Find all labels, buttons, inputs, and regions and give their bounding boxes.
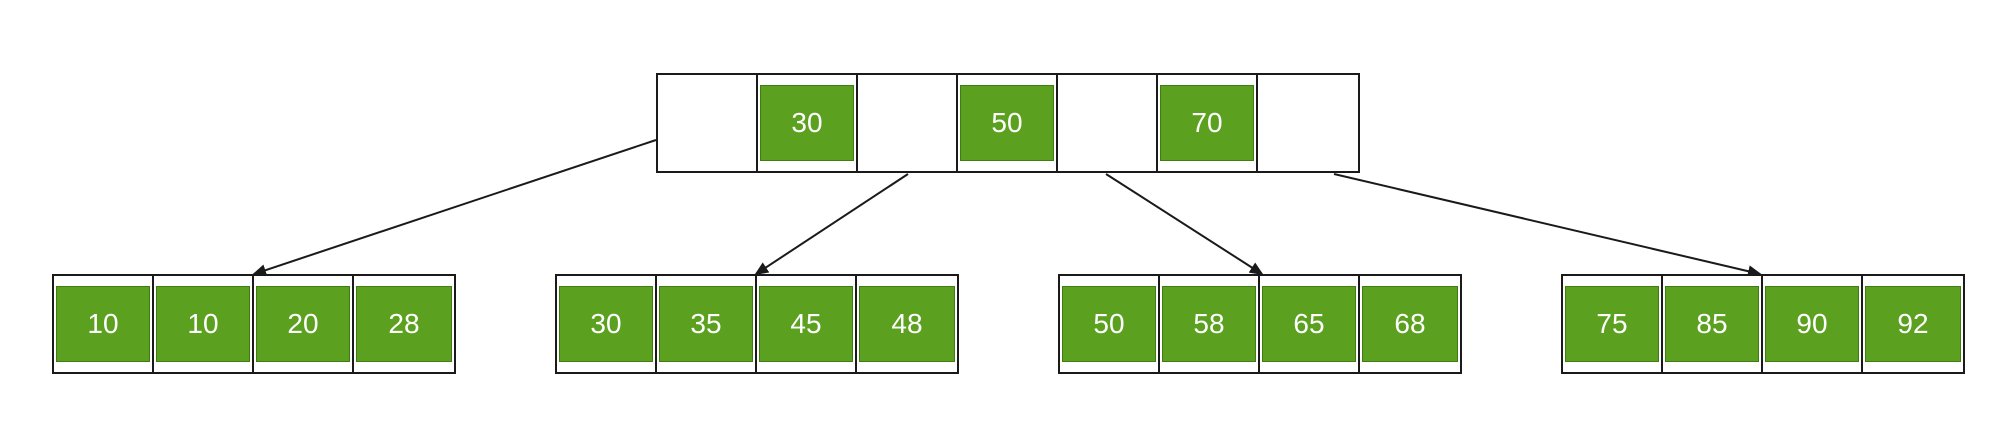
root-key-3: 70 (1160, 85, 1254, 161)
leaf-4-key-1: 75 (1565, 286, 1659, 362)
root-pointer-cell-3 (1058, 75, 1158, 171)
root-key-cell-3: 70 (1158, 75, 1258, 171)
leaf-1-key-2: 10 (156, 286, 250, 362)
leaf-1-key-1: 10 (56, 286, 150, 362)
leaf-node-4: 75 85 90 92 (1561, 274, 1965, 374)
leaf-2-key-4: 48 (859, 286, 955, 362)
root-pointer-cell-1 (658, 75, 758, 171)
edge-to-leaf-4 (1333, 173, 1762, 278)
leaf-node-3: 50 58 65 68 (1058, 274, 1462, 374)
edge-to-leaf-1 (252, 139, 657, 276)
leaf-2-key-1: 30 (559, 286, 653, 362)
leaf-node-2: 30 35 45 48 (555, 274, 959, 374)
root-pointer-cell-4 (1258, 75, 1358, 171)
root-key-2: 50 (960, 85, 1054, 161)
edge-to-leaf-2 (754, 173, 909, 276)
leaf-4-key-4: 92 (1865, 286, 1961, 362)
leaf-1-key-4: 28 (356, 286, 452, 362)
leaf-4-key-2: 85 (1665, 286, 1759, 362)
root-key-1: 30 (760, 85, 854, 161)
leaf-3-key-1: 50 (1062, 286, 1156, 362)
leaf-4-key-3: 90 (1765, 286, 1859, 362)
leaf-2-key-2: 35 (659, 286, 753, 362)
leaf-2-key-3: 45 (759, 286, 853, 362)
root-pointer-cell-2 (858, 75, 958, 171)
root-key-cell-1: 30 (758, 75, 858, 171)
leaf-3-key-4: 68 (1362, 286, 1458, 362)
leaf-1-key-3: 20 (256, 286, 350, 362)
edge-to-leaf-3 (1105, 173, 1264, 276)
leaf-3-key-2: 58 (1162, 286, 1256, 362)
leaf-3-key-3: 65 (1262, 286, 1356, 362)
root-node: 30 50 70 (656, 73, 1360, 173)
leaf-node-1: 10 10 20 28 (52, 274, 456, 374)
root-key-cell-2: 50 (958, 75, 1058, 171)
